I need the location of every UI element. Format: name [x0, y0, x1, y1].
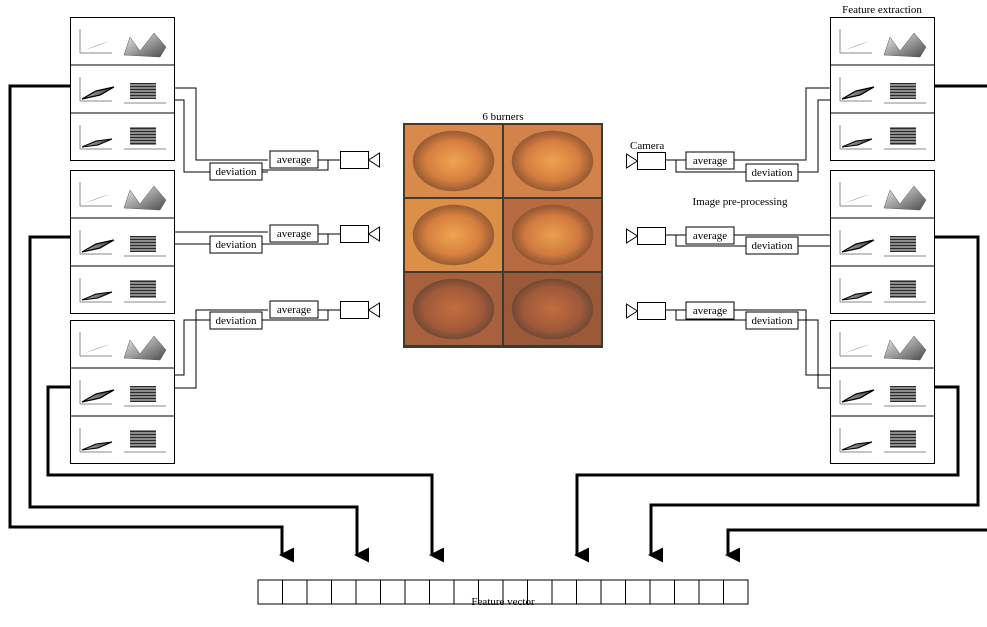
deviation-label: deviation [752, 167, 793, 179]
burner-3-flame [413, 205, 494, 265]
average-label: average [277, 154, 311, 166]
feature-vector-cell [332, 580, 357, 604]
burner-2-flame [512, 131, 593, 191]
feature-box-left-1 [70, 18, 175, 161]
preprocessing-left-3: deviation average [175, 301, 380, 388]
deviation-label: deviation [752, 240, 793, 252]
feature-box-right-3 [830, 321, 935, 464]
burner-1-flame [413, 131, 494, 191]
feature-vector-cell [430, 580, 455, 604]
feature-extraction-label: Feature extraction [842, 4, 922, 16]
feature-box-right-1 [830, 18, 935, 161]
image-preprocessing-label: Image pre-processing [693, 196, 788, 208]
feature-vector-cell [405, 580, 430, 604]
preprocessing-left-2: deviation average [175, 225, 380, 253]
feature-vector-cell [601, 580, 626, 604]
feature-vector-cell [699, 580, 724, 604]
feature-box-left-3 [70, 321, 175, 464]
feature-vector-cell [724, 580, 749, 604]
feature-vector-cell [283, 580, 308, 604]
camera-icon [341, 226, 380, 243]
deviation-label: deviation [752, 315, 793, 327]
burner-5-flame [413, 279, 494, 339]
deviation-label: deviation [216, 315, 257, 327]
deviation-label: deviation [216, 239, 257, 251]
camera-icon [341, 302, 380, 319]
camera-icon [627, 228, 666, 245]
camera-icon [627, 153, 666, 170]
camera-label: Camera [630, 140, 664, 152]
feature-vector-label: Feature vector [471, 596, 535, 608]
preprocessing-left-1: deviation average [175, 88, 380, 180]
burner-6-flame [512, 279, 593, 339]
average-label: average [693, 230, 727, 242]
camera-icon [341, 152, 380, 169]
feature-vector-cell [675, 580, 700, 604]
preprocessing-right-1: average deviation [627, 88, 831, 181]
burner-4-flame [512, 205, 593, 265]
feature-vector-cell [356, 580, 381, 604]
preprocessing-right-3: average deviation [627, 302, 831, 388]
average-label: average [277, 228, 311, 240]
deviation-label: deviation [216, 166, 257, 178]
feature-vector-cell [307, 580, 332, 604]
average-label: average [693, 155, 727, 167]
feature-vector-cell [577, 580, 602, 604]
preprocessing-right-2: average deviation [627, 227, 831, 254]
burner-image [403, 123, 603, 348]
average-label: average [277, 304, 311, 316]
feature-vector-cell [552, 580, 577, 604]
burners-label: 6 burners [482, 111, 523, 123]
feature-vector-cell [650, 580, 675, 604]
average-label: average [693, 305, 727, 317]
feature-vector-cell [258, 580, 283, 604]
camera-icon [627, 303, 666, 320]
feature-vector-cell [626, 580, 651, 604]
feature-box-left-2 [70, 171, 175, 314]
feature-vector-cell [381, 580, 406, 604]
feature-box-right-2 [830, 171, 935, 314]
